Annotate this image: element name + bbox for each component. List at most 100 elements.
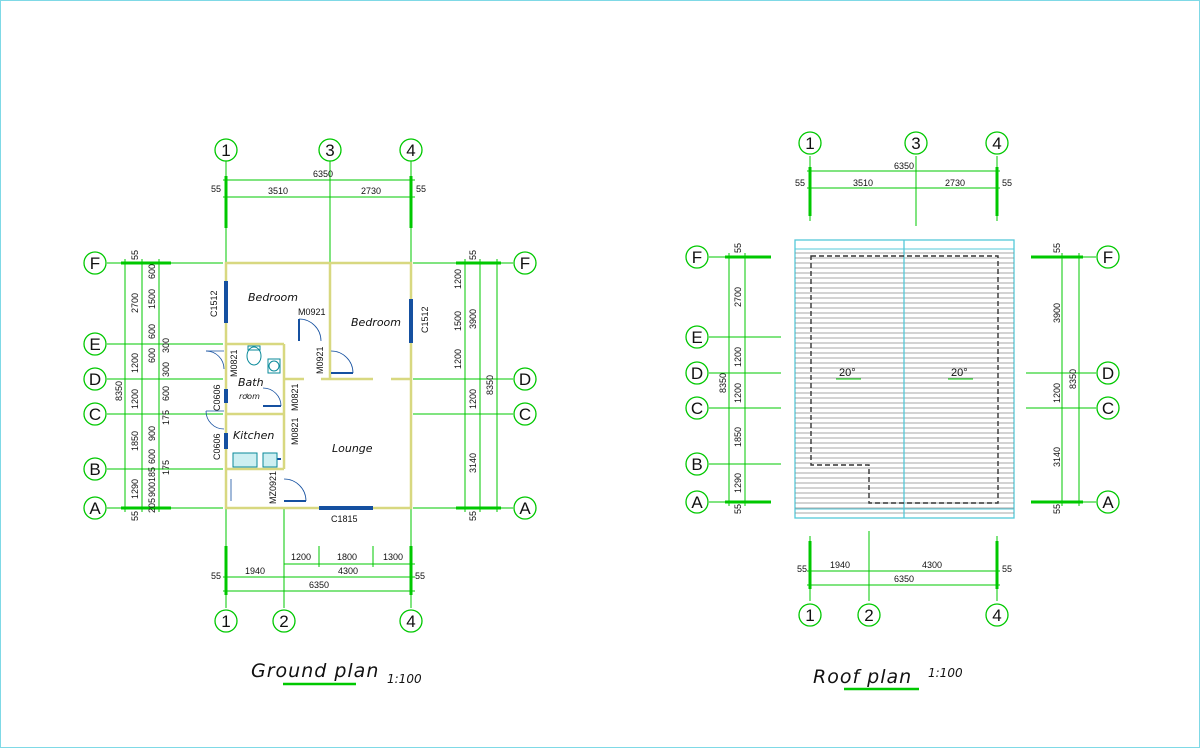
dim-right: 1200 (468, 389, 478, 409)
door-code: M0821 (290, 417, 300, 445)
dim-right: 55 (468, 250, 478, 260)
axis-label: E (691, 328, 702, 347)
dim-bottom: 1200 (291, 552, 311, 562)
dim-left: 1200 (733, 347, 743, 367)
dim-left: 2700 (733, 287, 743, 307)
door-code: M0821 (290, 383, 300, 411)
dim-right: 3140 (468, 453, 478, 473)
bath-arrow: ↑ (245, 391, 249, 400)
dim-bottom: 4300 (338, 566, 358, 576)
axis-label: C (1102, 399, 1114, 418)
drawing-scale: 1:100 (387, 672, 422, 686)
dim-top: 3510 (853, 178, 873, 188)
dim-right-total: 8350 (485, 375, 495, 395)
dim-right: 55 (1052, 243, 1062, 253)
dim-edge: 55 (211, 184, 221, 194)
dim-right: 3900 (468, 309, 478, 329)
dim-left: 2700 (130, 293, 140, 313)
window-code: C0606 (212, 384, 222, 411)
dim-bottom: 1940 (245, 566, 265, 576)
dim-left: 1200 (130, 389, 140, 409)
dim-bottom: 4300 (922, 560, 942, 570)
dim-right: 55 (1052, 504, 1062, 514)
room-label: Kitchen (233, 429, 274, 442)
dim-left: 55 (733, 243, 743, 253)
dim-bottom: 1300 (383, 552, 403, 562)
slope-label: 20° (951, 367, 968, 379)
axis-label: F (90, 254, 100, 273)
dim-left: 1290 (733, 473, 743, 493)
dim-bottom: 1940 (830, 560, 850, 570)
dim-left: 1850 (130, 431, 140, 451)
dim-left: 175 (161, 460, 171, 475)
axis-label: D (691, 364, 703, 383)
room-label: Bedroom (351, 316, 401, 329)
dim-top: 3510 (268, 186, 288, 196)
axis-label: A (1102, 493, 1114, 512)
dim-left: 600 (147, 449, 157, 464)
axis-label: 4 (406, 612, 415, 631)
dim-edge: 55 (416, 184, 426, 194)
dim-total-bottom: 6350 (309, 580, 329, 590)
axis-label: 1 (221, 141, 230, 160)
axis-label: F (1103, 248, 1113, 267)
dim-left: 600 (161, 386, 171, 401)
door-code: M0921 (315, 346, 325, 374)
dim-right: 55 (468, 511, 478, 521)
axis-label: B (691, 455, 702, 474)
dim-right-total: 8350 (1068, 369, 1078, 389)
dim-left: 205 (147, 498, 157, 513)
dim-total-bottom: 6350 (894, 574, 914, 584)
axis-label: A (519, 499, 531, 518)
dim-right: 1200 (453, 349, 463, 369)
window-code: C0606 (212, 433, 222, 460)
dim-top: 2730 (945, 178, 965, 188)
axis-label: 2 (864, 606, 873, 625)
dim-right: 1200 (1052, 383, 1062, 403)
axis-label: D (519, 370, 531, 389)
dim-edge: 55 (1002, 178, 1012, 188)
roof-plan: 20° 20° 6350 3510 2730 55 55 1940 4300 6… (685, 131, 1120, 691)
room-label: Bath (238, 376, 264, 389)
dim-left: 1850 (733, 427, 743, 447)
dim-left: 300 (161, 338, 171, 353)
axis-label: 3 (325, 141, 334, 160)
dim-left-total: 8350 (114, 381, 124, 401)
axis-label: F (520, 254, 530, 273)
dim-left: 55 (130, 250, 140, 260)
axis-label: D (1102, 364, 1114, 383)
dim-left: 900 (147, 482, 157, 497)
dim-total-top: 6350 (313, 169, 333, 179)
dim-left-total: 8350 (718, 373, 728, 393)
window-code: C1815 (331, 514, 358, 524)
dim-left: 175 (161, 410, 171, 425)
dim-left: 600 (147, 324, 157, 339)
dim-edge: 55 (211, 571, 221, 581)
dim-left: 185 (147, 467, 157, 482)
dim-top: 2730 (361, 186, 381, 196)
dim-edge: 55 (795, 178, 805, 188)
dim-total-top: 6350 (894, 161, 914, 171)
dim-left: 1500 (147, 289, 157, 309)
axis-label: E (89, 335, 100, 354)
dim-left: 600 (147, 348, 157, 363)
axis-label: A (691, 493, 703, 512)
dim-edge: 55 (1002, 564, 1012, 574)
room-label: room (239, 392, 260, 401)
drawing-scale: 1:100 (928, 666, 963, 680)
axis-label: C (89, 405, 101, 424)
drawing-title: Roof plan (813, 666, 912, 688)
window-code: C1512 (209, 290, 219, 317)
axis-label: 3 (911, 134, 920, 153)
dim-right: 1500 (453, 311, 463, 331)
dim-left: 55 (733, 504, 743, 514)
slope-label: 20° (839, 367, 856, 379)
axis-label: D (89, 370, 101, 389)
dim-left: 1200 (733, 383, 743, 403)
dim-edge: 55 (797, 564, 807, 574)
axis-label: 1 (221, 612, 230, 631)
dim-edge: 55 (415, 571, 425, 581)
room-label: Bedroom (248, 291, 298, 304)
dim-left: 55 (130, 511, 140, 521)
